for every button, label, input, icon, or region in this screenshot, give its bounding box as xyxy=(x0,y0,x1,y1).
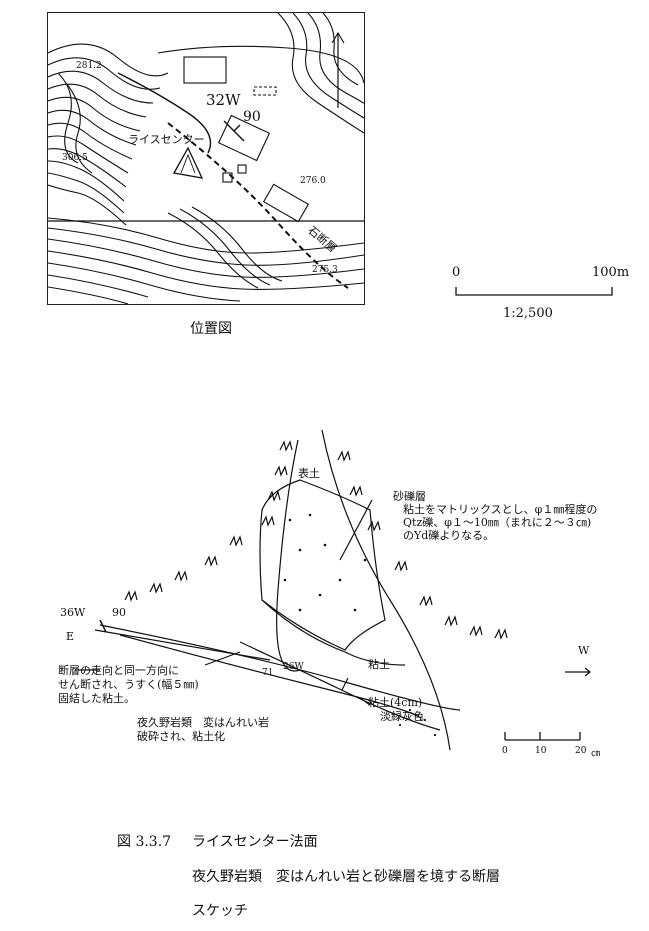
gravel-layer-title: 砂礫層 xyxy=(393,490,426,503)
west-label: W xyxy=(578,644,590,657)
fault-dip-label: 71 xyxy=(262,668,274,678)
outcrop-sketch xyxy=(75,429,591,751)
elevation-label: 306.5 xyxy=(62,153,88,163)
sketch-scale-mid: 10 xyxy=(535,746,547,756)
topographic-map-drawing xyxy=(48,13,364,304)
sketch-scale-unit: ㎝ xyxy=(591,749,601,759)
gravel-desc-line: Qtz礫、φ１～10㎜（まれに２～３㎝) xyxy=(403,516,592,529)
fault-clay-note-line: 固結した粘土。 xyxy=(58,692,135,705)
sketch-scale-end: 20 xyxy=(575,746,587,756)
site-label: ライスセンター xyxy=(128,133,205,146)
gravel-desc-line: のYd礫よりなる。 xyxy=(403,529,495,542)
gravel-desc-line: 粘土をマトリックスとし、φ１㎜程度の xyxy=(403,503,598,516)
figure-caption-line2: 夜久野岩類 変はんれい岩と砂礫層を境する断層 xyxy=(192,869,500,885)
thin-clay-label: 粘土(4cm) xyxy=(368,696,423,709)
figure-number: 図 3.3.7 xyxy=(117,834,172,850)
elevation-label: 275.3 xyxy=(312,265,338,275)
scale-end-label: 100m xyxy=(592,265,630,280)
east-label: E xyxy=(66,630,75,643)
figure-title: ライスセンター法面 xyxy=(192,834,318,850)
scale-ratio-label: 1:2,500 xyxy=(503,306,553,321)
map-caption: 位置図 xyxy=(190,321,232,337)
fault-clay-note-line: せん断され、うすく(幅５㎜) xyxy=(58,678,199,691)
sketch-scale-zero: 0 xyxy=(502,746,508,756)
elevation-label: 281.2 xyxy=(76,61,102,71)
clay-color-label: 淡緑灰色 xyxy=(380,710,424,723)
clay-label: 粘土 xyxy=(368,658,390,671)
map-strike-label: 32W xyxy=(206,91,241,109)
topsoil-label: 表土 xyxy=(298,467,320,480)
fault-strike-label: 26W xyxy=(283,662,304,672)
map-scale-bar xyxy=(455,287,613,296)
elevation-label: 276.0 xyxy=(300,176,326,186)
rock-note-line: 夜久野岩類 変はんれい岩 xyxy=(137,716,269,729)
fault-clay-note-line: 断層の走向と同一方向に xyxy=(58,664,179,677)
figure-caption-line3: スケッチ xyxy=(192,903,248,919)
left-dip-label: 90 xyxy=(112,606,126,619)
map-dip-label: 90 xyxy=(243,109,261,125)
left-strike-label: 36W xyxy=(60,606,86,619)
rock-note-line: 破砕され、粘土化 xyxy=(137,730,226,743)
scale-zero-label: 0 xyxy=(452,265,461,280)
location-map: 281.2 306.5 276.0 275.3 32W 90 ライスセンター 石… xyxy=(47,12,365,305)
